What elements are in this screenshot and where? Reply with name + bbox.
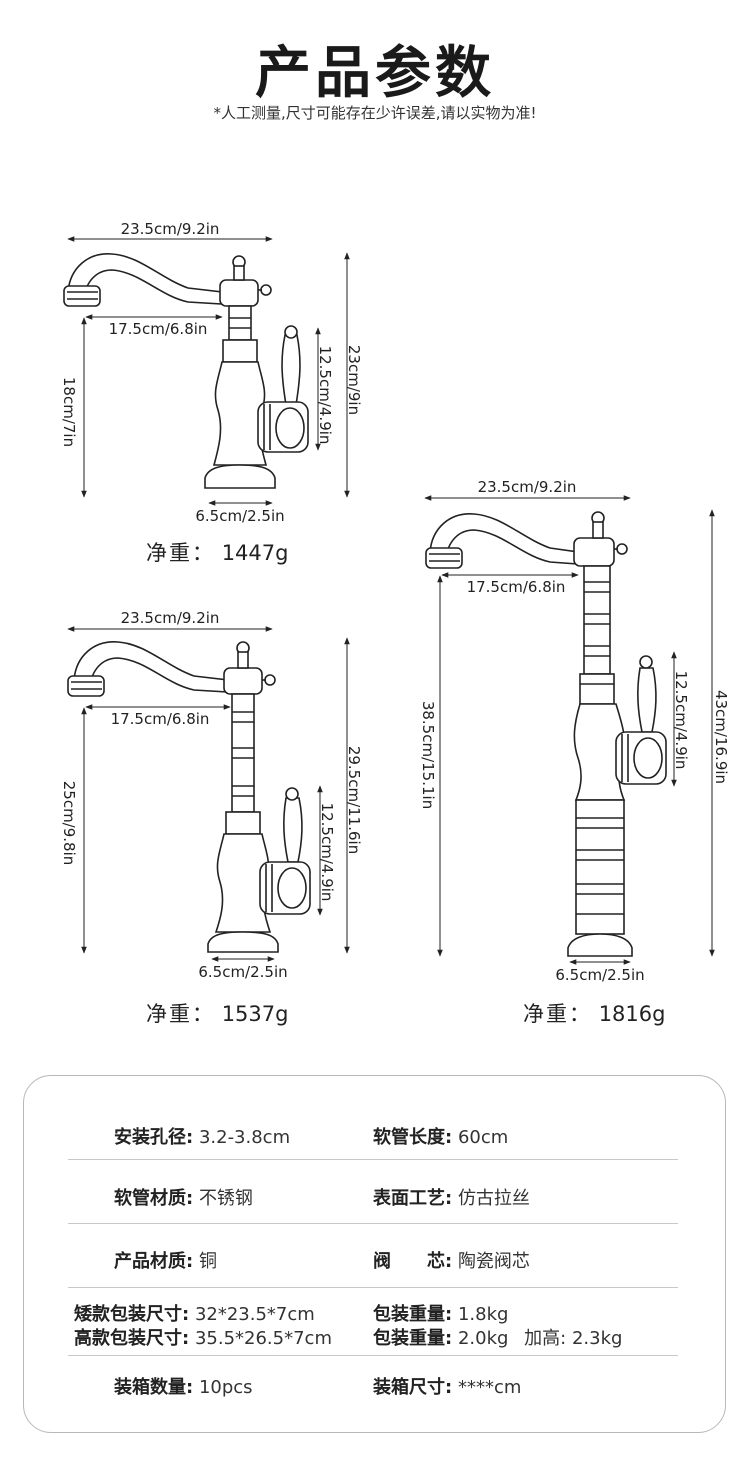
divider <box>68 1223 678 1224</box>
divider <box>68 1159 678 1160</box>
weight-tall: 净重： 1816g <box>523 998 665 1028</box>
faucet-diagrams: 23.5cm/9.2in 17.5cm/6.8in 18cm/7in 12.5c… <box>60 220 730 984</box>
dim-short-handle: 12.5cm/4.9in <box>316 346 334 445</box>
spec-label: 软管长度: <box>373 1127 453 1148</box>
dim-medium-spout-height: 25cm/9.8in <box>60 781 78 866</box>
dim-short-total-height: 23cm/9in <box>345 345 363 415</box>
spec-row-4-left-a: 矮款包装尺寸: 32*23.5*7cm <box>74 1300 315 1326</box>
spec-row-1-right: 软管长度: 60cm <box>373 1123 508 1149</box>
spec-value: 10pcs <box>198 1377 253 1398</box>
spec-label: 包装重量: <box>373 1328 453 1349</box>
spec-value: 60cm <box>457 1127 509 1148</box>
spec-label: 产品材质: <box>114 1251 194 1272</box>
dim-short-width: 23.5cm/9.2in <box>121 220 220 238</box>
dim-short-spout-height: 18cm/7in <box>60 377 78 447</box>
dim-short-base: 6.5cm/2.5in <box>195 507 284 525</box>
spec-value: 3.2-3.8cm <box>198 1127 291 1148</box>
spec-row-4-right-b: 包装重量: 2.0kg 加高: 2.3kg <box>373 1324 622 1350</box>
spec-value: ****cm <box>457 1377 522 1398</box>
weight-tall-label: 净重： <box>523 1002 592 1026</box>
dim-medium-handle: 12.5cm/4.9in <box>318 803 336 902</box>
weight-medium-value: 1537g <box>221 1002 289 1026</box>
dim-tall-spout: 17.5cm/6.8in <box>467 578 566 596</box>
dim-tall-handle: 12.5cm/4.9in <box>672 671 690 770</box>
dim-tall-width: 23.5cm/9.2in <box>478 478 577 496</box>
weight-medium-label: 净重： <box>146 1002 215 1026</box>
dim-medium-base: 6.5cm/2.5in <box>198 963 287 981</box>
spec-row-3-left: 产品材质: 铜 <box>114 1247 217 1273</box>
spec-value: 不锈钢 <box>198 1188 253 1209</box>
weight-medium: 净重： 1537g <box>146 998 288 1028</box>
faucet-tall-drawing <box>425 511 667 957</box>
spec-label: 包装重量: <box>373 1304 453 1325</box>
spec-value: 铜 <box>198 1251 217 1272</box>
divider <box>68 1355 678 1356</box>
spec-label: 表面工艺: <box>373 1188 453 1209</box>
measurement-note: *人工测量,尺寸可能存在少许误差,请以实物为准! <box>213 104 537 122</box>
spec-label: 阀 芯: <box>373 1251 453 1272</box>
dim-medium-spout: 17.5cm/6.8in <box>111 710 210 728</box>
spec-value-raised: 加高: 2.3kg <box>524 1328 623 1349</box>
weight-short: 净重： 1447g <box>146 537 288 567</box>
faucet-short-drawing <box>63 253 309 489</box>
dim-tall-base: 6.5cm/2.5in <box>555 966 644 984</box>
dim-medium-width: 23.5cm/9.2in <box>121 609 220 627</box>
weight-short-value: 1447g <box>221 541 289 565</box>
spec-label: 安装孔径: <box>114 1127 194 1148</box>
spec-row-4-right-a: 包装重量: 1.8kg <box>373 1300 508 1326</box>
spec-row-2-right: 表面工艺: 仿古拉丝 <box>373 1184 530 1210</box>
spec-label: 软管材质: <box>114 1188 194 1209</box>
spec-label: 装箱数量: <box>114 1377 194 1398</box>
spec-row-5-right: 装箱尺寸: ****cm <box>373 1373 521 1399</box>
faucet-medium-drawing <box>67 641 311 953</box>
spec-label: 装箱尺寸: <box>373 1377 453 1398</box>
spec-row-5-left: 装箱数量: 10pcs <box>114 1373 253 1399</box>
spec-row-3-right: 阀 芯: 陶瓷阀芯 <box>373 1247 530 1273</box>
spec-label: 高款包装尺寸: <box>74 1328 190 1349</box>
spec-value: 1.8kg <box>457 1304 509 1325</box>
page-title: 产品参数 <box>255 40 495 106</box>
spec-value: 2.0kg <box>457 1328 509 1349</box>
spec-row-2-left: 软管材质: 不锈钢 <box>114 1184 253 1210</box>
weight-tall-value: 1816g <box>598 1002 666 1026</box>
spec-label: 矮款包装尺寸: <box>74 1304 190 1325</box>
spec-value: 35.5*26.5*7cm <box>194 1328 332 1349</box>
dim-tall-spout-height: 38.5cm/15.1in <box>419 701 437 809</box>
dim-tall-total-height: 43cm/16.9in <box>712 690 730 784</box>
spec-row-1-left: 安装孔径: 3.2-3.8cm <box>114 1123 290 1149</box>
spec-value: 陶瓷阀芯 <box>457 1251 530 1272</box>
spec-value: 32*23.5*7cm <box>194 1304 315 1325</box>
dim-short-spout: 17.5cm/6.8in <box>109 320 208 338</box>
spec-value: 仿古拉丝 <box>457 1188 530 1209</box>
spec-row-4-left-b: 高款包装尺寸: 35.5*26.5*7cm <box>74 1324 332 1350</box>
weight-short-label: 净重： <box>146 541 215 565</box>
dim-medium-total-height: 29.5cm/11.6in <box>345 746 363 854</box>
spec-table: 安装孔径: 3.2-3.8cm 软管长度: 60cm 软管材质: 不锈钢 表面工… <box>23 1075 726 1433</box>
divider <box>68 1287 678 1288</box>
